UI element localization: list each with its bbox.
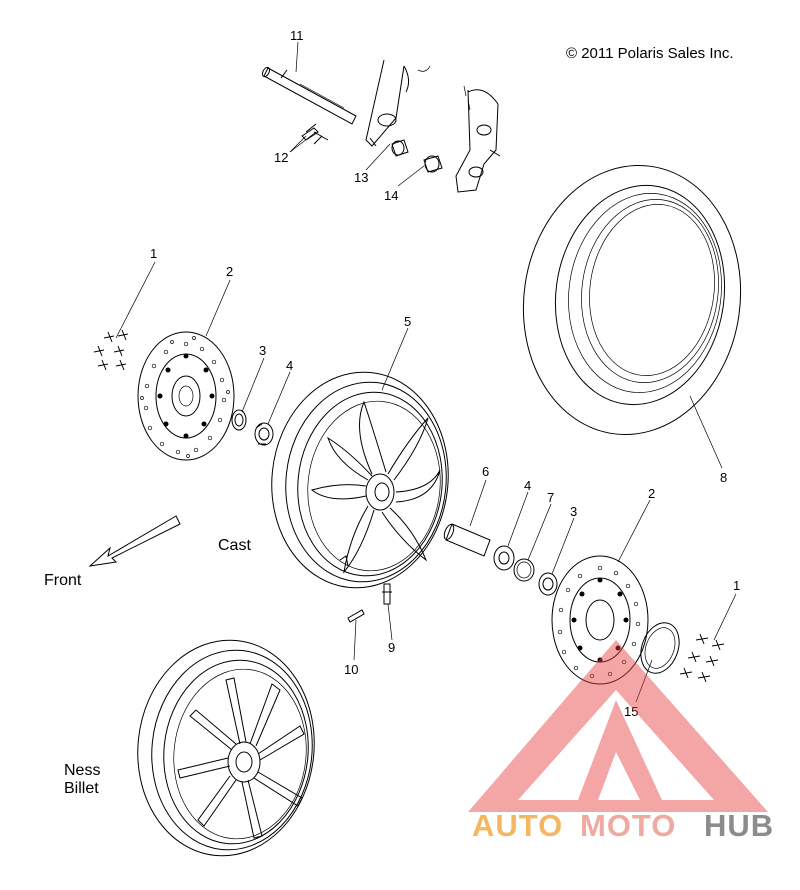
valve-stem xyxy=(382,583,392,605)
callout-1-left: 1 xyxy=(150,246,157,261)
watermark-hub: HUB xyxy=(704,808,774,843)
balance-weight xyxy=(347,609,365,623)
fork-leg-right xyxy=(455,85,501,193)
cast-wheel xyxy=(271,371,449,589)
callout-9: 9 xyxy=(388,640,395,655)
seal-left xyxy=(231,409,247,431)
bearing-right xyxy=(493,545,515,571)
callout-13: 13 xyxy=(354,170,368,185)
watermark-logo xyxy=(468,640,768,812)
front-arrow xyxy=(88,515,181,567)
callout-4-right: 4 xyxy=(524,478,531,493)
spacer-13 xyxy=(391,139,409,157)
callout-5: 5 xyxy=(404,314,411,329)
ness-billet-wheel xyxy=(137,639,315,857)
callout-12: 12 xyxy=(274,150,288,165)
watermark-auto: AUTO xyxy=(472,808,563,843)
callout-3-right: 3 xyxy=(570,504,577,519)
callout-4-left: 4 xyxy=(286,358,293,373)
cast-label: Cast xyxy=(218,537,251,554)
bolts-left xyxy=(93,329,129,371)
callout-6: 6 xyxy=(482,464,489,479)
bolts-right xyxy=(679,633,725,683)
callout-3-left: 3 xyxy=(259,343,266,358)
fork-leg-left xyxy=(365,59,431,147)
callout-2-right: 2 xyxy=(648,486,655,501)
seal-right xyxy=(538,572,558,596)
callout-2-left: 2 xyxy=(226,264,233,279)
copyright-text: © 2011 Polaris Sales Inc. xyxy=(566,45,734,62)
sensor-ring xyxy=(640,622,680,674)
leader-lines xyxy=(115,41,737,703)
spacer-tube xyxy=(443,523,491,557)
ness-label-line2: Billet xyxy=(64,780,99,797)
tire xyxy=(522,164,742,436)
callout-11: 11 xyxy=(290,28,304,43)
bearing-left xyxy=(254,422,274,446)
callout-15: 15 xyxy=(624,704,638,719)
screws-12 xyxy=(301,123,329,145)
callout-7: 7 xyxy=(547,490,554,505)
watermark-text: AUTO MOTO HUB xyxy=(472,808,774,843)
callout-8: 8 xyxy=(720,470,727,485)
callout-1-right: 1 xyxy=(733,578,740,593)
spacer-14 xyxy=(423,155,443,173)
watermark-moto: MOTO xyxy=(580,808,676,843)
front-label: Front xyxy=(44,572,82,589)
snap-ring xyxy=(513,558,535,582)
ness-label-line1: Ness xyxy=(64,762,100,779)
callout-14: 14 xyxy=(384,188,398,203)
callouts: 1 2 3 4 5 6 4 7 3 2 8 1 9 10 11 12 13 14… xyxy=(150,28,740,719)
callout-10: 10 xyxy=(344,662,358,677)
brake-disc-right xyxy=(551,555,649,685)
axle xyxy=(261,66,357,125)
brake-disc-left xyxy=(137,331,235,461)
